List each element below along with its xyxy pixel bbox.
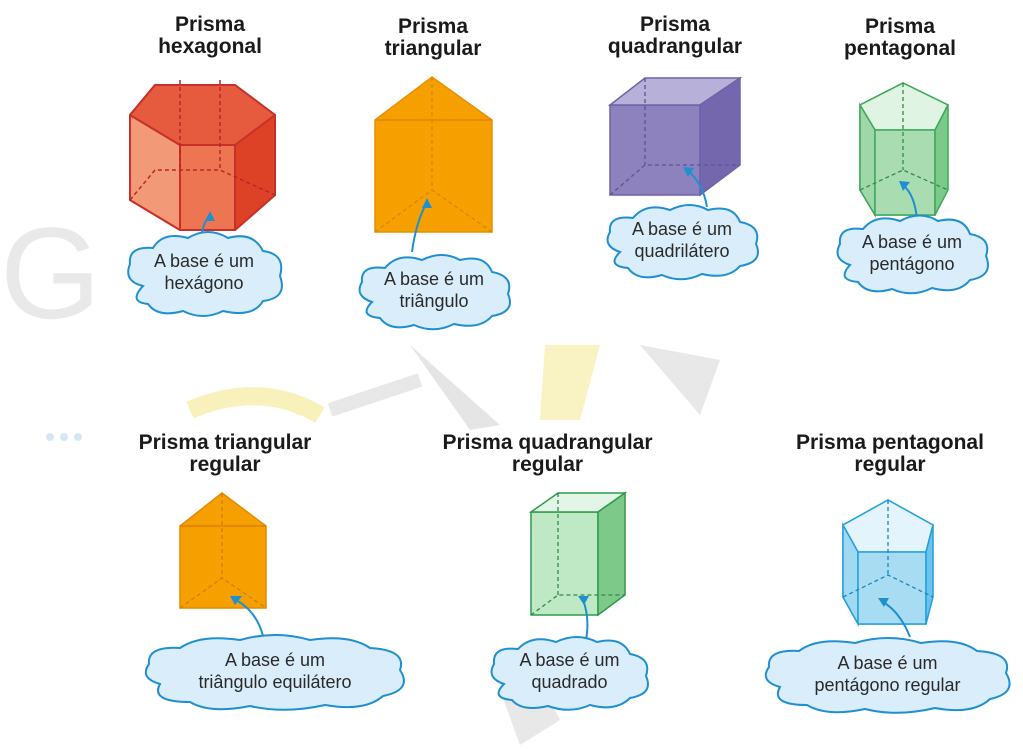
callout-cloud-triangular: A base é um triângulo xyxy=(350,250,518,331)
hexagonal-prism-figure xyxy=(129,80,276,261)
title-line1: Prisma xyxy=(639,13,711,36)
cloud-text-line2: quadrado xyxy=(531,672,608,692)
title-prisma-pentagonal: Prisma pentagonal xyxy=(825,16,975,60)
cloud-text-line1: A base é um xyxy=(837,653,938,673)
title-line1: Prisma triangular xyxy=(138,431,312,454)
cloud-text-line2: quadrilátero xyxy=(634,241,730,261)
cloud-text-line1: A base é um xyxy=(383,269,485,289)
cloud-shape xyxy=(836,214,989,295)
callout-cloud-quadrangular: A base é um quadrilátero xyxy=(598,200,766,281)
callout-cloud-quadrangular-regular: A base é um quadrado xyxy=(482,632,657,711)
svg-text:G: G xyxy=(0,200,101,346)
cloud-text-line2: triângulo equilátero xyxy=(198,672,352,692)
cloud-shape xyxy=(764,637,1011,714)
cloud-text-line2: triângulo xyxy=(399,291,469,311)
title-prisma-triangular: Prisma triangular xyxy=(358,16,508,60)
title-line2: triangular xyxy=(384,37,482,60)
pentagonal-regular-prism-figure xyxy=(841,499,934,638)
cloud-shape xyxy=(144,634,405,711)
title-line1: Prisma xyxy=(174,13,246,36)
callout-cloud-pentagonal-regular: A base é um pentágono regular xyxy=(755,635,1020,714)
triangular-regular-prism-figure xyxy=(179,492,267,641)
callout-cloud-triangular-regular: A base é um triângulo equilátero xyxy=(135,632,415,711)
cloud-text-line1: A base é um xyxy=(519,650,620,670)
title-prisma-pentagonal-regular: Prisma pentagonal regular xyxy=(775,432,1005,476)
cloud-text-line1: A base é um xyxy=(153,251,255,271)
title-line1: Prisma xyxy=(864,15,936,38)
title-line1: Prisma quadrangular xyxy=(442,431,653,454)
quadrangular-prism-figure xyxy=(607,76,743,208)
title-line2: hexagonal xyxy=(158,35,262,58)
title-line1: Prisma xyxy=(397,15,469,38)
quadrangular-regular-prism-figure xyxy=(528,491,628,641)
title-line2: quadrangular xyxy=(607,35,743,58)
cloud-text-line2: pentágono regular xyxy=(814,675,961,695)
cloud-text-line1: A base é um xyxy=(861,231,963,252)
callout-cloud-hexagonal: A base é um hexágono xyxy=(118,226,290,318)
title-line1: Prisma pentagonal xyxy=(796,431,984,454)
cloud-text-line2: pentágono xyxy=(869,253,955,274)
triangular-prism-figure xyxy=(374,76,493,253)
title-line2: regular xyxy=(189,453,261,476)
title-line2: regular xyxy=(854,453,926,476)
cloud-text-line1: A base é um xyxy=(631,219,733,239)
cloud-text-line2: hexágono xyxy=(164,273,244,293)
title-prisma-quadrangular-regular: Prisma quadrangular regular xyxy=(425,432,670,476)
cloud-shape xyxy=(358,254,511,331)
cloud-text-line1: A base é um xyxy=(224,650,326,670)
title-prisma-hexagonal: Prisma hexagonal xyxy=(130,14,290,58)
pentagonal-prism-figure xyxy=(858,82,950,221)
title-line2: pentagonal xyxy=(843,37,956,60)
callout-cloud-pentagonal: A base é um pentágono xyxy=(828,210,996,295)
title-prisma-triangular-regular: Prisma triangular regular xyxy=(110,432,340,476)
title-prisma-quadrangular: Prisma quadrangular xyxy=(590,14,760,58)
cloud-shape xyxy=(606,204,759,281)
title-line2: regular xyxy=(511,453,584,476)
cloud-shape xyxy=(127,231,283,317)
cloud-shape xyxy=(490,636,649,711)
